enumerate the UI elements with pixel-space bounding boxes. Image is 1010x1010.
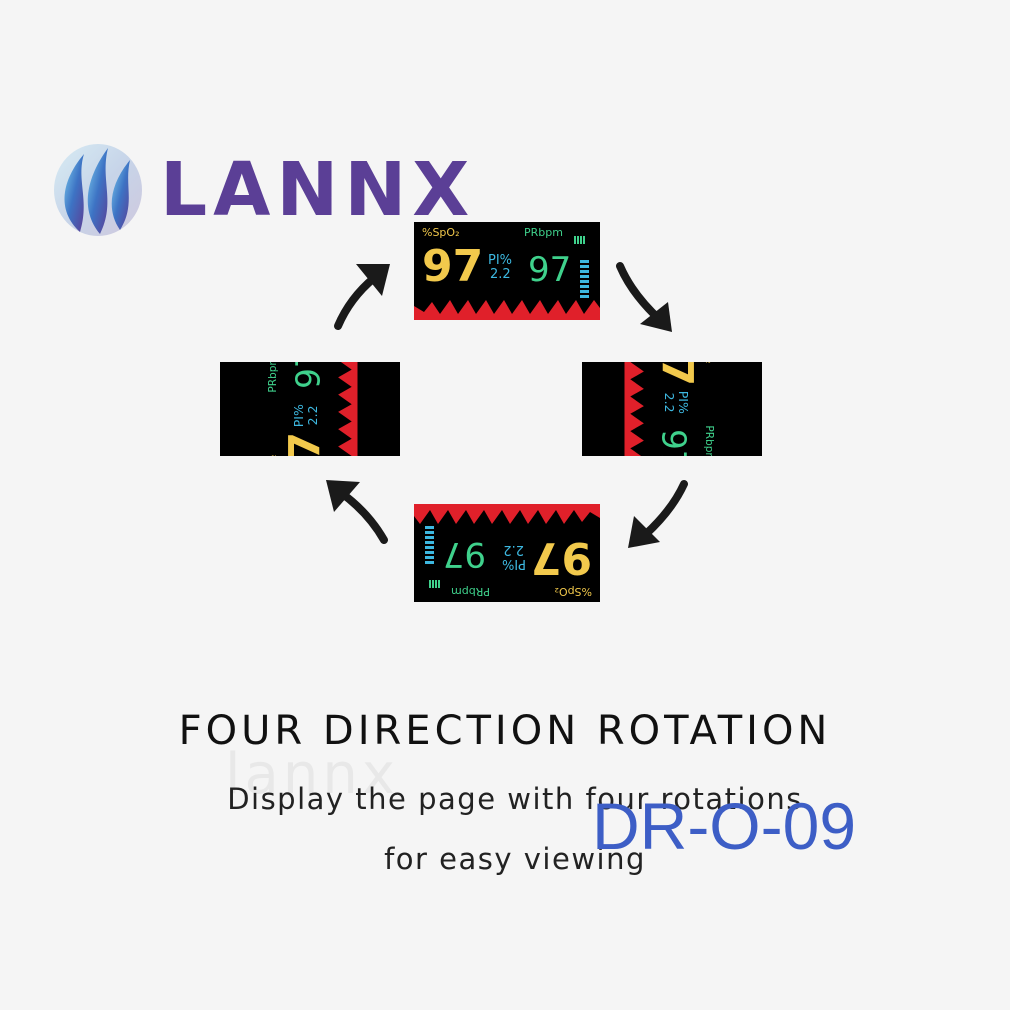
pr-value: 97 bbox=[528, 250, 572, 290]
brand-wordmark: LANNX bbox=[160, 147, 476, 233]
spo2-label: %SpO₂ bbox=[554, 585, 593, 598]
flame-logo-icon bbox=[54, 144, 142, 236]
arrow-top-left-icon bbox=[334, 264, 390, 330]
spo2-label: %SpO₂ bbox=[266, 455, 279, 456]
arrow-top-right-icon bbox=[616, 262, 672, 332]
pulse-bar-icon bbox=[580, 260, 590, 300]
model-number: DR-O-09 bbox=[592, 789, 857, 863]
battery-icon bbox=[574, 229, 590, 244]
pr-label: PRbpm bbox=[266, 362, 279, 393]
subtitle-line-1: Display the page with four rotations bbox=[227, 782, 803, 816]
screen-orientation-cw: %SpO₂ PRbpm 97 PI% 2.2 97 bbox=[582, 362, 762, 456]
screen-orientation-inverted: %SpO₂ PRbpm 97 PI% 2.2 97 bbox=[414, 504, 600, 602]
pr-label: PRbpm bbox=[524, 226, 563, 239]
screen-orientation-ccw: %SpO₂ PRbpm 97 PI% 2.2 97 bbox=[220, 362, 400, 456]
page-title: FOUR DIRECTION ROTATION bbox=[178, 708, 832, 754]
pleth-wave-icon bbox=[414, 300, 600, 320]
spo2-value: 97 bbox=[422, 241, 484, 292]
arrow-bottom-left-icon bbox=[326, 480, 388, 544]
spo2-value: 97 bbox=[281, 432, 330, 456]
spo2-label: %SpO₂ bbox=[422, 226, 460, 239]
spo2-value: 97 bbox=[530, 532, 592, 583]
spo2-label: %SpO₂ bbox=[703, 362, 716, 363]
pi-label: PI% bbox=[292, 404, 308, 428]
watermark: lannx bbox=[225, 742, 399, 807]
subtitle-line-2: for easy viewing bbox=[384, 842, 646, 876]
pi-value: 2.2 bbox=[661, 392, 676, 413]
brand-logo: LANNX bbox=[50, 140, 510, 240]
pi-label: PI% bbox=[488, 253, 513, 268]
pr-value: 97 bbox=[442, 534, 486, 574]
pr-value: 97 bbox=[653, 429, 693, 456]
battery-icon bbox=[424, 580, 440, 595]
screen-orientation-normal: %SpO₂ PRbpm 97 PI% 2.2 97 bbox=[414, 222, 600, 320]
pleth-wave-icon bbox=[624, 362, 644, 456]
arrow-bottom-right-icon bbox=[628, 480, 688, 548]
pleth-wave-icon bbox=[338, 362, 358, 456]
pleth-wave-icon bbox=[414, 504, 600, 524]
pi-value: 2.2 bbox=[306, 405, 321, 426]
spo2-value: 97 bbox=[652, 362, 701, 386]
pr-label: PRbpm bbox=[703, 425, 716, 456]
pi-value: 2.2 bbox=[503, 542, 524, 557]
pr-label: PRbpm bbox=[451, 585, 490, 598]
pulse-bar-icon bbox=[424, 524, 434, 564]
pi-label: PI% bbox=[674, 390, 690, 414]
pi-label: PI% bbox=[501, 556, 526, 571]
pr-value: 97 bbox=[289, 362, 329, 389]
pi-value: 2.2 bbox=[490, 267, 511, 282]
